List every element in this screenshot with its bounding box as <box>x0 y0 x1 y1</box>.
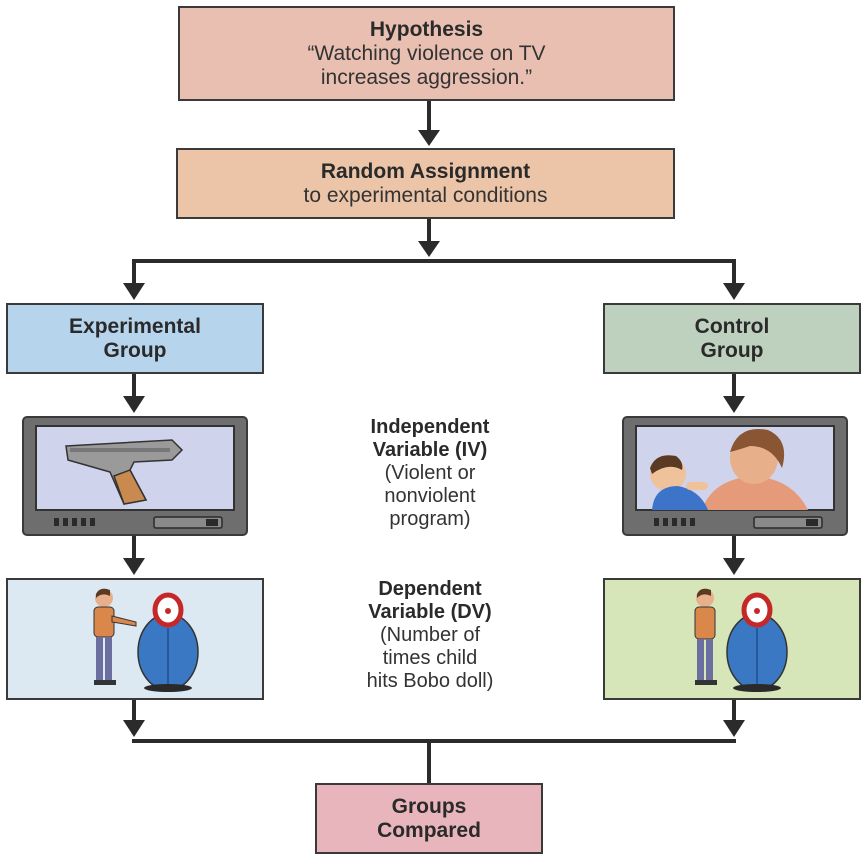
dv-line-1: Dependent <box>378 578 482 600</box>
experimental-group-line-1: Experimental <box>69 314 201 338</box>
groups-compared-line-1: Groups <box>391 794 467 818</box>
experimental-group-line-2: Group <box>103 338 167 362</box>
child-hitting-bobo-doll-icon <box>93 588 199 692</box>
iv-line-2: Variable (IV) <box>372 439 488 461</box>
dv-line-3: (Number of <box>379 624 481 646</box>
dv-line-2: Variable (DV) <box>368 601 492 623</box>
control-group-line-2: Group <box>700 338 764 362</box>
child-standing-bobo-doll-icon <box>694 588 788 692</box>
tv-parent-child-icon <box>622 416 848 536</box>
hypothesis-title: Hypothesis <box>369 17 484 41</box>
tv-pistol-icon <box>22 416 248 536</box>
iv-line-5: program) <box>389 508 471 530</box>
independent-variable-label: Independent Variable (IV) (Violent or no… <box>305 416 555 531</box>
control-group-box: Control Group <box>603 303 861 374</box>
dv-line-5: hits Bobo doll) <box>366 670 494 692</box>
iv-line-1: Independent <box>370 416 490 438</box>
random-assignment-title: Random Assignment <box>320 159 531 183</box>
control-scene-box <box>603 578 861 700</box>
experimental-scene-box <box>6 578 264 700</box>
iv-line-4: nonviolent <box>384 485 476 507</box>
dv-line-4: times child <box>382 647 478 669</box>
dependent-variable-label: Dependent Variable (DV) (Number of times… <box>305 578 555 693</box>
hypothesis-line-2: increases aggression.” <box>320 65 533 89</box>
iv-line-3: (Violent or <box>384 462 476 484</box>
control-group-line-1: Control <box>694 314 770 338</box>
groups-compared-box: Groups Compared <box>315 783 543 854</box>
hypothesis-box: Hypothesis “Watching violence on TV incr… <box>178 6 675 101</box>
experimental-group-box: Experimental Group <box>6 303 264 374</box>
random-assignment-box: Random Assignment to experimental condit… <box>176 148 675 219</box>
random-assignment-subtitle: to experimental conditions <box>303 183 548 207</box>
groups-compared-line-2: Compared <box>377 818 481 842</box>
hypothesis-line-1: “Watching violence on TV <box>307 41 546 65</box>
